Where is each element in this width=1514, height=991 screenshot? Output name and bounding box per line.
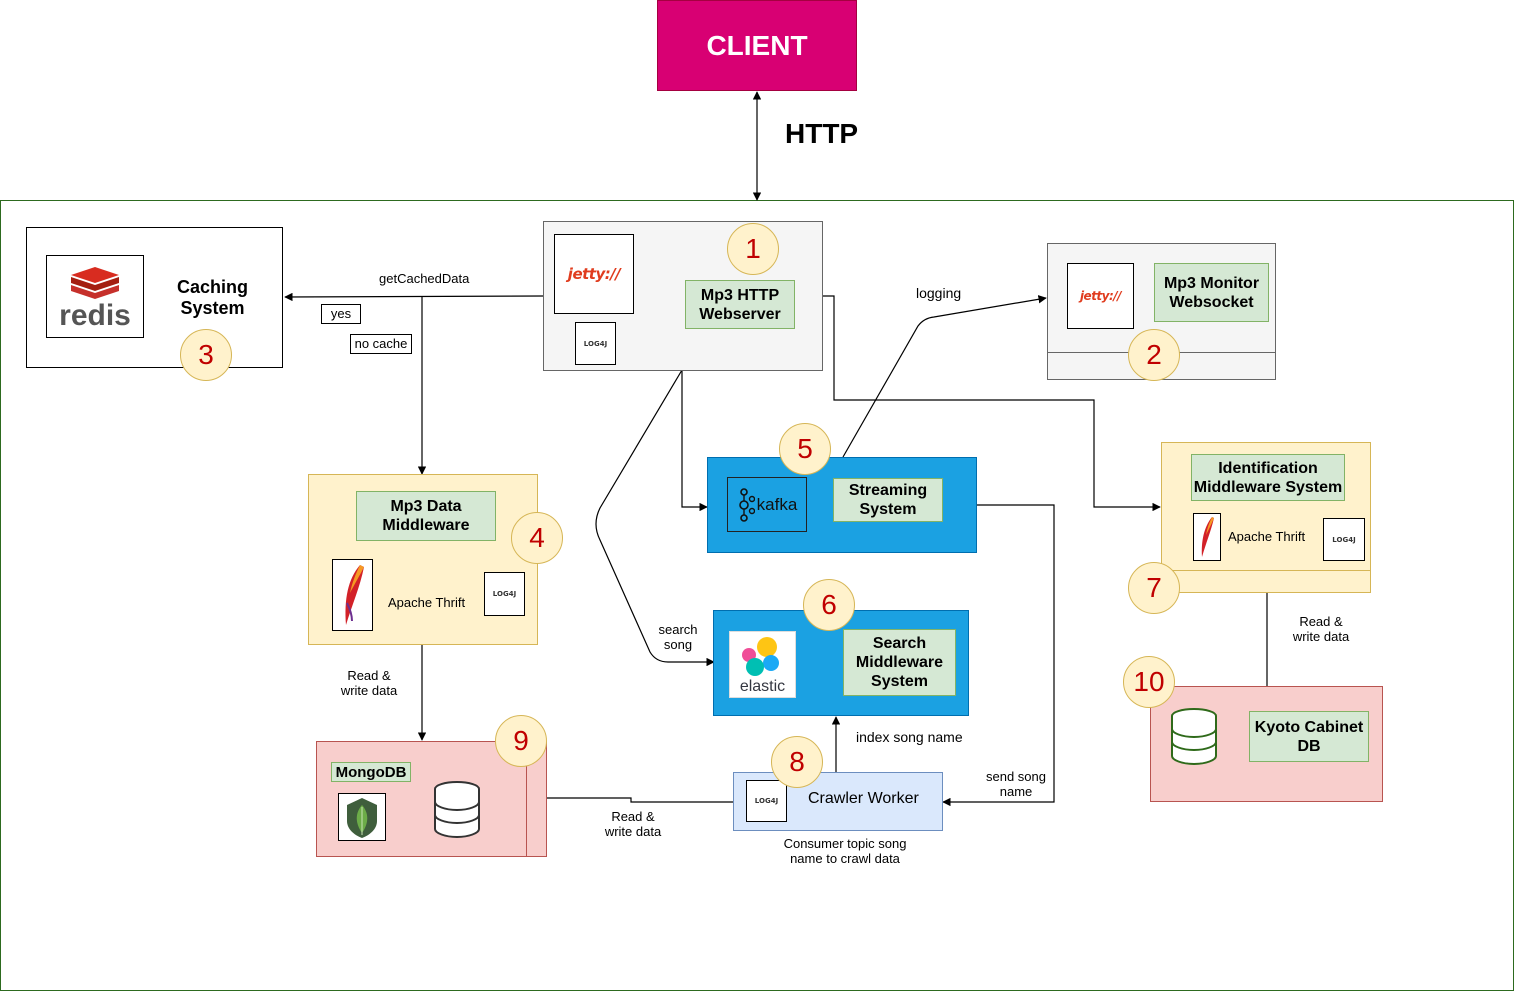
no-cache-tag: no cache	[350, 334, 412, 354]
mongodb-leaf-icon	[338, 793, 386, 841]
get-cached-link	[284, 292, 544, 302]
number-badge: 1	[727, 223, 779, 275]
rw-identification-label: Read & write data	[1292, 614, 1350, 644]
redis-cube-icon	[71, 266, 119, 299]
jetty-logo: jetty://	[1067, 263, 1134, 329]
number-badge: 2	[1128, 329, 1180, 381]
number-badge: 3	[180, 329, 232, 381]
logging-link	[842, 295, 1047, 458]
yes-tag: yes	[321, 304, 361, 324]
number-badge: 7	[1128, 562, 1180, 614]
monitor-name: Mp3 Monitor Websocket	[1154, 263, 1269, 322]
kafka-logo: kafka	[727, 477, 807, 532]
crawler-name: Crawler Worker	[808, 790, 919, 807]
caching-name: Caching System	[176, 277, 248, 318]
mongodb-divider	[526, 741, 527, 857]
number-badge: 6	[803, 579, 855, 631]
elastic-logo: elastic	[729, 631, 796, 698]
search-song-label: search song	[658, 622, 698, 652]
data-middleware-name: Mp3 Data Middleware	[356, 491, 496, 541]
mongodb-name: MongoDB	[331, 762, 411, 782]
jetty-logo: jetty://	[554, 234, 634, 314]
log4j-logo: LOG4J	[746, 780, 787, 822]
log4j-logo: LOG4J	[575, 322, 616, 365]
log4j-logo: LOG4J	[1323, 518, 1365, 561]
client-label: CLIENT	[706, 29, 808, 61]
send-song-label: send song name	[986, 769, 1046, 799]
kyoto-name: Kyoto Cabinet DB	[1249, 711, 1369, 762]
identification-divider	[1161, 570, 1371, 571]
number-badge: 10	[1123, 656, 1175, 708]
to-identification-link	[823, 295, 1161, 512]
identification-tech: Apache Thrift	[1228, 529, 1306, 544]
number-badge: 9	[495, 715, 547, 767]
crawler-caption: Consumer topic song name to crawl data	[783, 836, 907, 866]
kafka-nodes-icon	[738, 487, 755, 522]
database-icon	[434, 781, 480, 839]
database-icon	[1171, 708, 1217, 766]
number-badge: 4	[511, 512, 563, 564]
search-song-link	[595, 369, 715, 667]
identification-name: Identification Middleware System	[1191, 454, 1345, 501]
apache-feather-icon	[1193, 513, 1221, 561]
log4j-logo: LOG4J	[484, 572, 525, 616]
elastic-icon	[741, 636, 779, 676]
get-cached-label: getCachedData	[379, 271, 470, 286]
number-badge: 8	[771, 736, 823, 788]
crawler-mongo-link	[526, 793, 733, 803]
apache-feather-icon	[332, 559, 373, 631]
redis-logo: redis	[46, 255, 144, 338]
to-streaming-link	[681, 370, 708, 512]
http-label: HTTP	[785, 118, 859, 149]
streaming-name: Streaming System	[833, 478, 943, 522]
send-song-link	[942, 504, 1055, 807]
webserver-name: Mp3 HTTP Webserver	[685, 280, 795, 329]
client-box[interactable]: CLIENT	[657, 0, 857, 91]
index-song-label: index song name	[856, 729, 963, 745]
rw-crawler-label: Read & write data	[604, 809, 662, 839]
data-middleware-tech: Apache Thrift	[388, 595, 466, 610]
logging-label: logging	[916, 285, 962, 301]
search-name: Search Middleware System	[843, 629, 956, 696]
number-badge: 5	[779, 423, 831, 475]
rw-data-middleware-label: Read & write data	[340, 668, 398, 698]
